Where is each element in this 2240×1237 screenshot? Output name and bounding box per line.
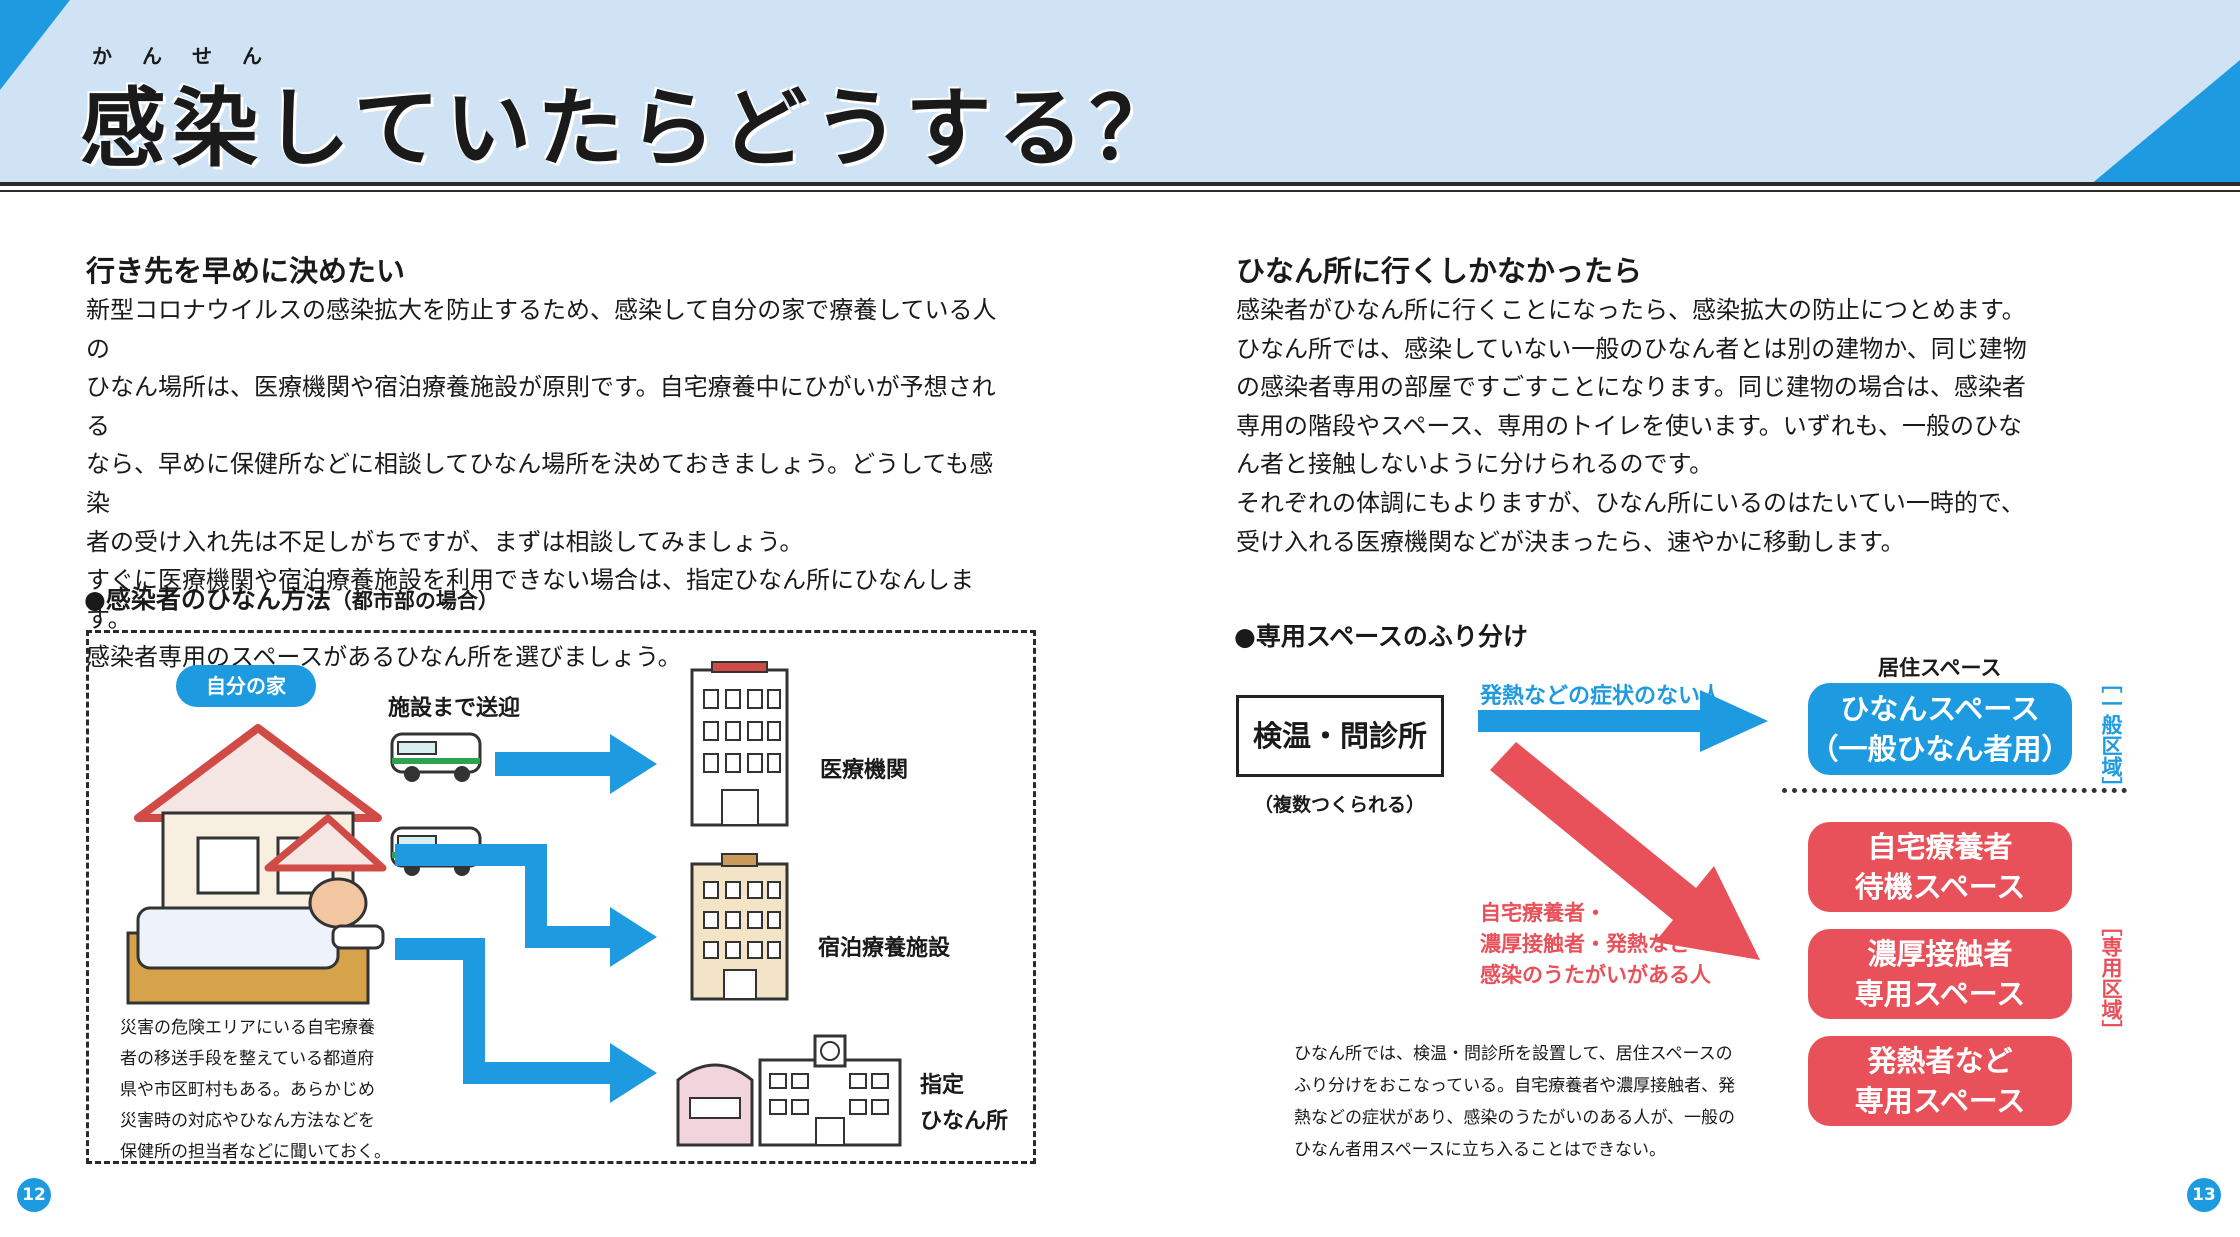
red-arrow-label: 自宅療養者・ 濃厚接触者・発熱など 感染のうたがいがある人 [1480,901,1711,987]
destination-designated-shelter: 指定 ひなん所 [920,1073,1009,1134]
paragraph-line: ん者と接触しないように分けられるのです。 [1236,450,1714,479]
transport-label: 施設まで送迎 [388,696,521,721]
page-number-right: 13 [2187,1178,2221,1212]
bullet-icon: ● [1234,622,1256,651]
section-subtitle: （都市部の場合） [330,589,499,613]
sorting-arrows [1478,690,1768,960]
paragraph-line: ひなん場所は、医療機関や宿泊療養施設が原則です。自宅療養中にひがいが予想される [86,373,996,440]
destination-hotel: 宿泊療養施設 [818,936,951,961]
paragraph-line: すぐに医療機関や宿泊療養施設を利用できない場合は、指定ひなん所にひなんします。 [86,566,974,633]
close-contact-box: 濃厚接触者 専用スペース [1808,929,2072,1019]
hotel-building-icon [690,853,789,1001]
ambulance-van-icon [390,732,482,782]
checkpoint-note: （複数つくられる） [1254,794,1426,816]
checkpoint-box: 検温・問診所 [1236,695,1444,777]
paragraph-line: それぞれの体調にもよりますが、ひなん所にいるのはたいてい一時的で、 [1236,488,2025,517]
house-with-patient-illustration [126,724,387,1005]
paragraph-line: 感染者がひなん所に行くことになったら、感染拡大の防止につとめます。 [1236,296,2026,324]
paragraph-line: 感染者専用のスペースがあるひなん所を選びましょう。 [86,643,682,672]
home-care-waiting-box: 自宅療養者 待機スペース [1808,822,2072,912]
left-heading: 行き先を早めに決めたい [86,254,406,288]
corner-decoration-right [2090,60,2240,185]
hospital-building-icon [690,661,789,827]
zone-divider [1782,788,2127,793]
home-label: 自分の家 [176,665,316,707]
paragraph-line: の感染者専用の部屋ですごすことになります。同じ建物の場合は、感染者 [1236,373,2026,402]
flow-note: 災害の危険エリアにいる自宅療養 者の移送手段を整えている都道府 県や市区町村もあ… [120,1018,391,1162]
blue-arrow-label: 発熱などの症状のない人 [1480,684,1723,709]
paragraph-line: 新型コロナウイルスの感染拡大を防止するため、感染して自分の家で療養している人の [86,296,997,363]
paragraph-line: 者の受け入れ先は不足しがちですが、まずは相談してみましょう。 [86,527,804,556]
right-paragraph: 感染者がひなん所に行くことになったら、感染拡大の防止につとめます。 ひなん所では… [1236,291,2156,561]
paragraph-line: 専用の階段やスペース、専用のトイレを使います。いずれも、一般のひな [1236,411,2022,440]
residence-label: 居住スペース [1878,656,2002,680]
left-section-title: ●感染者のひなん方法（都市部の場合） [84,585,499,614]
evacuation-flow-box [86,630,1036,1164]
fever-patient-box: 発熱者など 専用スペース [1808,1036,2072,1126]
flow-arrows [395,734,657,1103]
general-shelter-box: ひなんスペース （一般ひなん者用） [1808,683,2072,775]
right-heading: ひなん所に行くしかなかったら [1236,254,1643,288]
school-shelter-icon [676,1034,902,1147]
left-paragraph: 新型コロナウイルスの感染拡大を防止するため、感染して自分の家で療養している人の … [86,291,1006,677]
page-title: 感染していたらどうする？ [80,79,1182,179]
paragraph-line: なら、早めに保健所などに相談してひなん場所を決めておきましょう。どうしても感染 [86,450,994,517]
diagram-note: ひなん所では、検温・問診所を設置して、居住スペースの ふり分けをおこなっている。… [1294,1044,1736,1160]
page-number-left: 12 [17,1178,51,1212]
header-divider-thin [0,190,2240,192]
right-section-title: ●専用スペースのふり分け [1234,622,1528,651]
corner-decoration-left [0,0,70,90]
header-divider [0,182,2240,186]
dedicated-zone-label: ［専用区域］ [2099,915,2123,1041]
destination-hospital: 医療機関 [820,758,909,783]
page-header [0,0,2240,183]
paragraph-line: 受け入れる医療機関などが決まったら、速やかに移動します。 [1236,527,1905,556]
paragraph-line: ひなん所では、感染していない一般のひなん者とは別の建物か、同じ建物 [1236,334,2027,363]
title-ruby: かんせん [92,44,292,68]
general-zone-label: ［一般区域］ [2099,672,2123,798]
bullet-icon: ● [84,585,106,614]
